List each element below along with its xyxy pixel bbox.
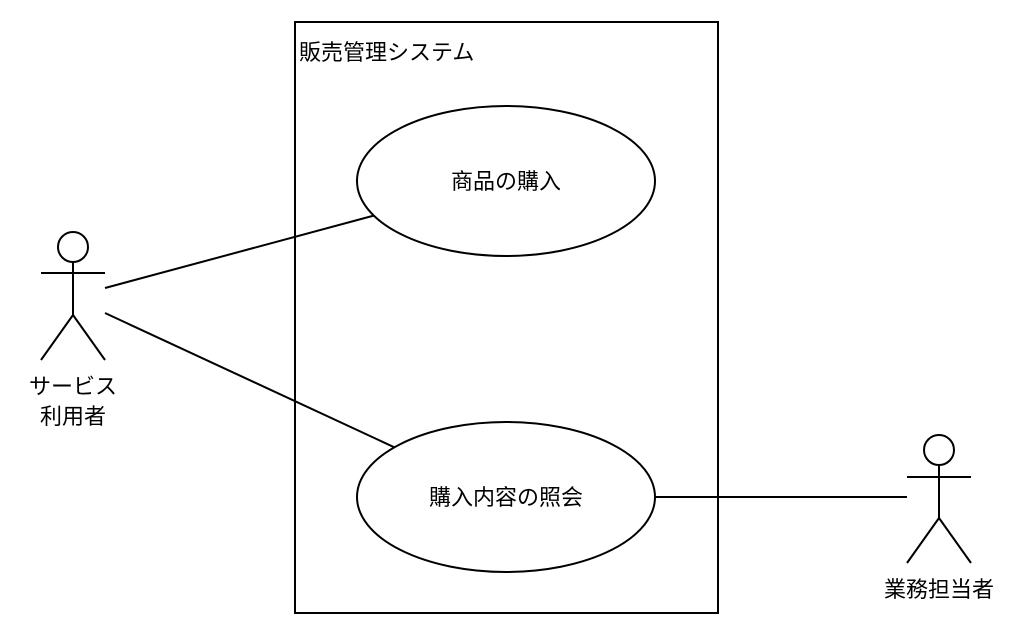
system-title: 販売管理システム — [299, 41, 474, 66]
association-user-purchase — [104, 214, 377, 289]
use-case-purchase-ellipse — [356, 105, 656, 257]
use-case-inquiry-ellipse — [356, 421, 656, 573]
system-boundary — [294, 21, 719, 614]
actor-service-user[interactable]: サービス 利用者 — [29, 231, 117, 430]
actor-staff-label: 業務担当者 — [884, 578, 994, 603]
actor-staff-right-leg — [938, 517, 972, 564]
use-case-purchase-label: 商品の購入 — [451, 170, 561, 195]
actor-service-user-label-line2: 利用者 — [40, 405, 106, 430]
use-case-inquiry-label: 購入内容の照会 — [429, 486, 583, 511]
actor-service-user-right-leg — [72, 314, 106, 361]
actor-service-user-head — [57, 231, 89, 263]
actor-service-user-label-line1: サービス — [29, 375, 117, 400]
use-case-inquiry[interactable]: 購入内容の照会 — [356, 421, 656, 573]
actor-service-user-left-leg — [40, 314, 74, 361]
actor-staff[interactable]: 業務担当者 — [884, 434, 994, 603]
association-user-inquiry — [104, 312, 399, 450]
actor-staff-left-leg — [906, 517, 940, 564]
actor-staff-head — [923, 434, 955, 466]
use-case-purchase[interactable]: 商品の購入 — [356, 105, 656, 257]
